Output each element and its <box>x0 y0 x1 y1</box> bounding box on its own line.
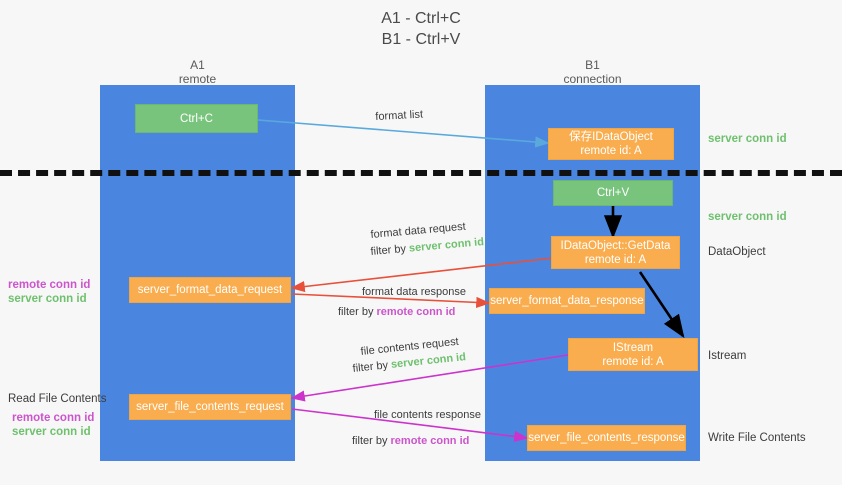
label-server-conn-id-lower: server conn id <box>12 426 91 438</box>
filter-prefix: filter by <box>370 242 410 258</box>
label-istream: Istream <box>708 350 747 362</box>
label-server-conn-id-upper: server conn id <box>8 293 87 305</box>
node-getdata-line2: remote id: A <box>584 253 647 266</box>
node-save-idataobject[interactable]: 保存IDataObject remote id: A <box>548 128 674 160</box>
arrow-file-contents-response <box>291 408 529 442</box>
edge-label-format-list: format list <box>375 108 424 123</box>
label-server-conn-id-mid: server conn id <box>708 211 787 223</box>
arrow-format-data-response <box>291 293 491 309</box>
node-save-idataobject-line1: 保存IDataObject <box>569 131 653 143</box>
label-server-conn-id-top: server conn id <box>708 133 787 145</box>
edge-label-format-data-response-filter: filter by remote conn id <box>338 305 455 320</box>
node-istream-line2: remote id: A <box>602 355 664 368</box>
node-idataobject-getdata[interactable]: IDataObject::GetData remote id: A <box>551 236 680 269</box>
node-server-file-contents-response-label: server_file_contents_response <box>528 432 685 444</box>
arrow-getdata-to-istream <box>638 271 685 339</box>
arrow-file-contents-request <box>290 354 569 402</box>
node-server-format-data-response-label: server_format_data_response <box>490 295 644 307</box>
node-server-file-contents-response[interactable]: server_file_contents_response <box>527 425 686 451</box>
node-save-idataobject-line2: remote id: A <box>580 145 642 157</box>
column-header-b1-name: B1 <box>585 58 600 72</box>
filter-prefix: filter by <box>352 435 391 447</box>
node-istream[interactable]: IStream remote id: A <box>568 338 698 371</box>
filter-prefix: filter by <box>338 306 377 318</box>
node-ctrl-c[interactable]: Ctrl+C <box>135 104 258 133</box>
node-ctrl-v[interactable]: Ctrl+V <box>553 180 673 206</box>
node-server-format-data-request-label: server_format_data_request <box>137 284 283 296</box>
node-server-format-data-request[interactable]: server_format_data_request <box>129 277 291 303</box>
filter-token-remote-conn-id: remote conn id <box>376 306 456 318</box>
arrow-format-data-request <box>290 257 554 293</box>
column-header-b1: B1 connection <box>485 58 700 86</box>
filter-prefix: filter by <box>352 358 392 375</box>
node-getdata-line1: IDataObject::GetData <box>560 239 671 252</box>
node-server-file-contents-request[interactable]: server_file_contents_request <box>129 394 291 420</box>
label-dataobject: DataObject <box>708 246 766 258</box>
label-remote-conn-id-upper: remote conn id <box>8 279 91 291</box>
edge-label-format-data-response: format data response <box>362 286 466 298</box>
edge-label-file-contents-response: file contents response <box>374 409 482 421</box>
label-write-file-contents: Write File Contents <box>708 432 806 444</box>
column-header-b1-sub: connection <box>563 72 622 86</box>
column-header-a1-name: A1 <box>190 58 205 72</box>
phase-divider <box>0 170 842 176</box>
node-server-format-data-response[interactable]: server_format_data_response <box>489 288 645 314</box>
node-istream-line1: IStream <box>612 341 654 354</box>
column-header-a1: A1 remote <box>100 58 295 86</box>
page-title: A1 - Ctrl+C B1 - Ctrl+V <box>0 8 842 50</box>
node-ctrl-c-label: Ctrl+C <box>180 112 213 125</box>
node-server-file-contents-request-label: server_file_contents_request <box>136 401 284 413</box>
label-read-file-contents: Read File Contents <box>8 393 107 405</box>
arrow-format-list <box>257 119 550 148</box>
label-remote-conn-id-lower: remote conn id <box>12 412 95 424</box>
node-ctrl-v-label: Ctrl+V <box>596 187 630 199</box>
title-line-2: B1 - Ctrl+V <box>381 31 461 48</box>
title-line-1: A1 - Ctrl+C <box>381 10 461 27</box>
column-header-a1-sub: remote <box>178 72 217 86</box>
edge-label-file-contents-response-filter: filter by remote conn id <box>352 434 469 449</box>
filter-token-remote-conn-id: remote conn id <box>390 435 470 447</box>
